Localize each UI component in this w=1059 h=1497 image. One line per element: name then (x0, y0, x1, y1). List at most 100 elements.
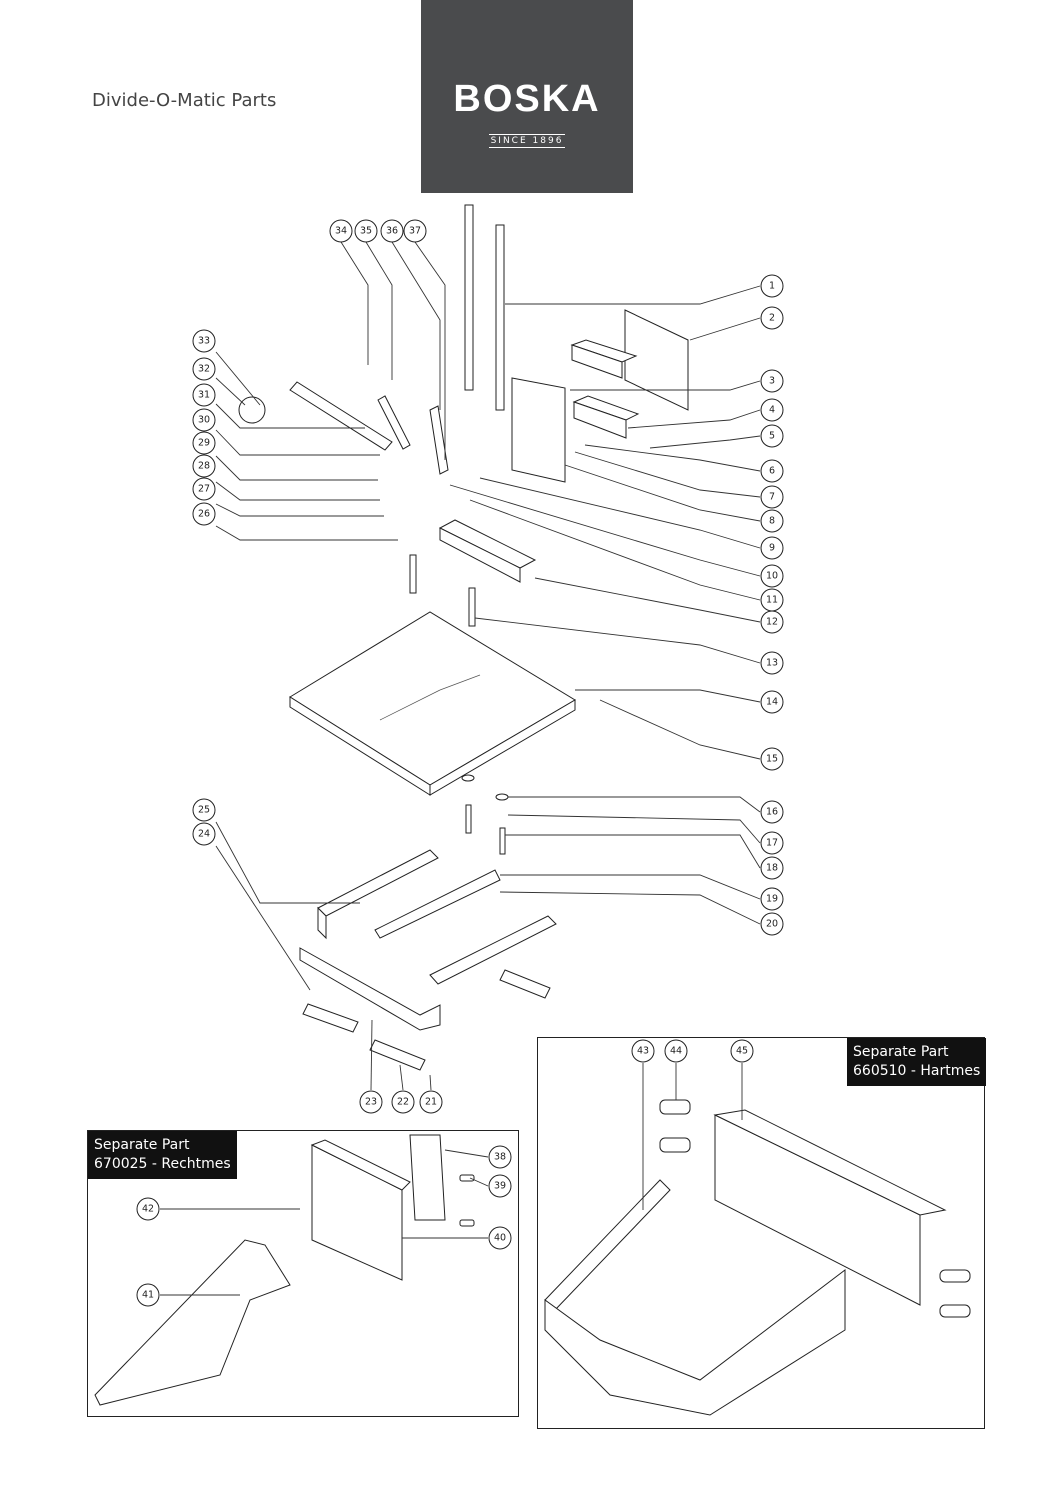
main-assembly (238, 204, 689, 1071)
callout-2: 2 (760, 306, 784, 330)
leader-lines (160, 241, 761, 1296)
callout-circle (192, 454, 216, 478)
callout-number: 37 (409, 226, 421, 237)
rechtmes-parts (94, 1134, 475, 1406)
callout-number: 23 (365, 1097, 377, 1108)
foot-part (302, 1003, 359, 1033)
callout-number: 27 (198, 484, 210, 495)
knife-part (544, 1268, 846, 1416)
callout-number: 35 (360, 226, 372, 237)
frame-part (317, 849, 439, 917)
callout-number: 22 (397, 1097, 409, 1108)
callout-circle (760, 509, 784, 533)
rod-part (495, 224, 505, 411)
bolt-part (659, 1099, 691, 1115)
callout-number: 5 (769, 431, 775, 442)
callout-number: 4 (769, 405, 775, 416)
separate-part-tag-right: Separate Part 660510 - Hartmes (847, 1038, 987, 1086)
pin-part (459, 1219, 475, 1227)
callout-circle (631, 1039, 655, 1063)
callout-45: 45 (730, 1039, 754, 1063)
callout-number: 21 (425, 1097, 437, 1108)
separate-part-tag-left: Separate Part 670025 - Rechtmes (88, 1131, 237, 1179)
callout-number: 30 (198, 415, 210, 426)
callout-9: 9 (760, 536, 784, 560)
callout-number: 11 (766, 595, 778, 606)
separate-part-code: 660510 - Hartmes (853, 1063, 981, 1079)
callout-number: 33 (198, 336, 210, 347)
callout-number: 29 (198, 438, 210, 449)
callout-circle (760, 856, 784, 880)
callout-circle (329, 219, 353, 243)
callout-number: 26 (198, 509, 210, 520)
lever-part (289, 381, 393, 451)
callout-group: 1234567891011121314151617181920212223242… (136, 219, 784, 1307)
callout-24: 24 (192, 822, 216, 846)
callout-33: 33 (192, 329, 216, 353)
logo-tagline: SINCE 1896 (488, 134, 566, 148)
callout-number: 24 (198, 829, 210, 840)
block-part (573, 401, 627, 439)
callout-circle (760, 424, 784, 448)
callout-circle (760, 536, 784, 560)
callout-circle (419, 1090, 443, 1114)
callout-number: 38 (494, 1152, 506, 1163)
callout-number: 45 (736, 1046, 748, 1057)
holder-part (310, 1139, 411, 1191)
callout-number: 17 (766, 838, 778, 849)
callout-circle (760, 306, 784, 330)
callout-number: 43 (637, 1046, 649, 1057)
callout-circle (192, 329, 216, 353)
callout-circle (760, 747, 784, 771)
callout-28: 28 (192, 454, 216, 478)
plate-part (624, 309, 689, 411)
frame-part (299, 947, 441, 1031)
callout-number: 44 (670, 1046, 682, 1057)
callout-36: 36 (380, 219, 404, 243)
bracket-part (377, 395, 411, 450)
blade-part (374, 869, 501, 939)
callout-13: 13 (760, 651, 784, 675)
callout-number: 1 (769, 281, 775, 292)
callout-circle (760, 564, 784, 588)
callout-circle (488, 1174, 512, 1198)
callout-number: 6 (769, 466, 775, 477)
callout-11: 11 (760, 588, 784, 612)
callout-41: 41 (136, 1283, 160, 1307)
callout-number: 10 (766, 571, 778, 582)
callout-17: 17 (760, 831, 784, 855)
callout-30: 30 (192, 408, 216, 432)
callout-circle (760, 800, 784, 824)
separate-part-box-left (87, 1130, 519, 1417)
holder-part (713, 1109, 947, 1216)
callout-circle (760, 398, 784, 422)
callout-circle (403, 219, 427, 243)
block-part (409, 1134, 446, 1221)
callout-29: 29 (192, 431, 216, 455)
callout-5: 5 (760, 424, 784, 448)
callout-number: 9 (769, 543, 775, 554)
callout-38: 38 (488, 1145, 512, 1169)
callout-circle (192, 822, 216, 846)
callout-circle (760, 831, 784, 855)
bolt-part (499, 827, 506, 855)
callout-number: 41 (142, 1290, 154, 1301)
callout-number: 19 (766, 894, 778, 905)
frame-part (429, 915, 557, 985)
callout-circle (760, 610, 784, 634)
callout-circle (192, 431, 216, 455)
callout-6: 6 (760, 459, 784, 483)
callout-number: 8 (769, 516, 775, 527)
callout-39: 39 (488, 1174, 512, 1198)
callout-37: 37 (403, 219, 427, 243)
callout-number: 36 (386, 226, 398, 237)
callout-number: 20 (766, 919, 778, 930)
callout-20: 20 (760, 912, 784, 936)
callout-circle (136, 1197, 160, 1221)
callout-7: 7 (760, 485, 784, 509)
callout-43: 43 (631, 1039, 655, 1063)
logo-brand: BOSKA (453, 78, 601, 120)
hartmes-parts (544, 1099, 971, 1416)
callout-number: 13 (766, 658, 778, 669)
bolt-part (939, 1269, 971, 1283)
